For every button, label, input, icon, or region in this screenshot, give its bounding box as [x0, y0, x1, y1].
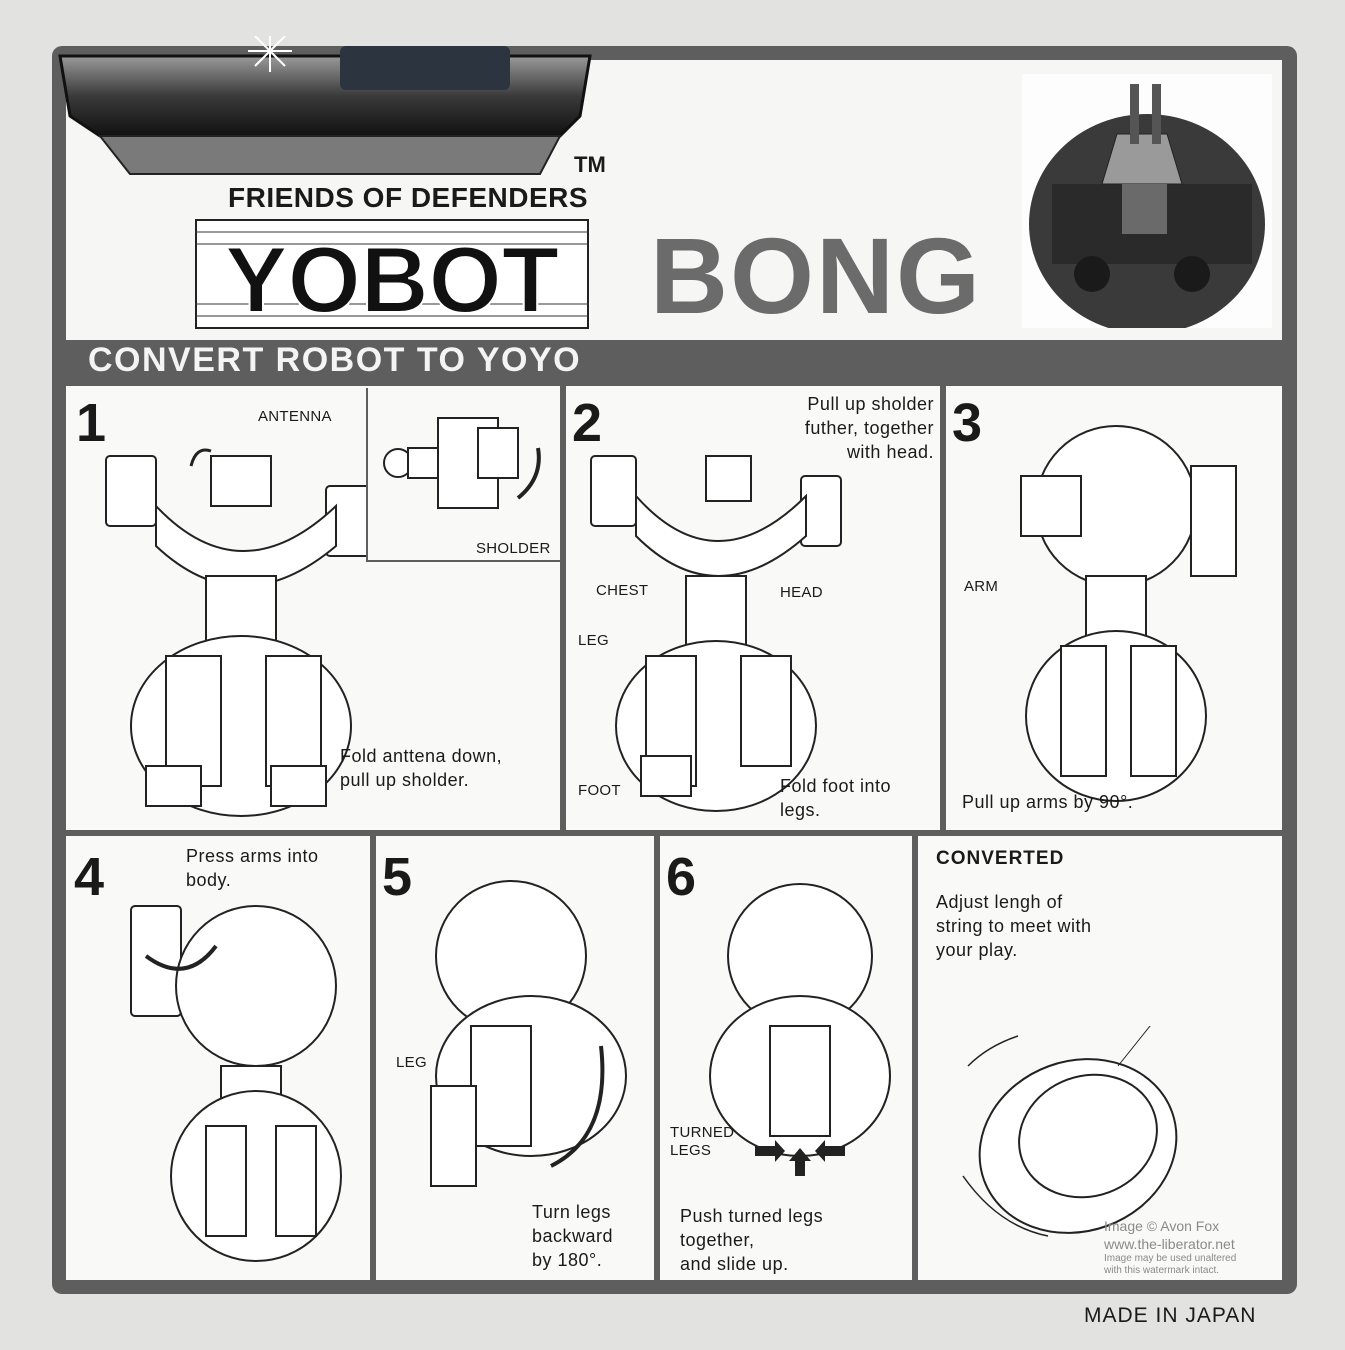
step-caption: Pull up arms by 90°. [962, 792, 1134, 812]
step-caption: Fold foot into legs. [780, 776, 892, 820]
instructions-title: CONVERT ROBOT TO YOYO [88, 341, 582, 379]
friends-tagline: FRIENDS OF DEFENDERS [228, 182, 589, 213]
robot-illustration [1020, 425, 1237, 802]
step-number: 5 [382, 847, 413, 907]
label-antenna: ANTENNA [258, 408, 332, 425]
product-name: BONG [650, 215, 982, 336]
converted-caption: Adjust lengh of string to meet with your… [936, 892, 1092, 960]
watermark-notice: Image may be used unaltered with this wa… [1104, 1253, 1237, 1276]
convertors-logo [58, 36, 592, 175]
label-head: HEAD [780, 584, 823, 601]
watermark-credit: Image © Avon Fox [1104, 1218, 1220, 1234]
robot-illustration [105, 448, 372, 817]
watermark-url: www.the-liberator.net [1104, 1236, 1235, 1252]
label-leg: LEG [396, 1054, 427, 1071]
step-number: 6 [666, 847, 697, 907]
label-foot: FOOT [578, 782, 621, 799]
robot-illustration [709, 883, 891, 1176]
robot-illustration [130, 905, 342, 1262]
label-leg: LEG [578, 632, 609, 649]
step-caption-top: Pull up sholder futher, together with he… [804, 394, 934, 462]
step-3-panel: 3 ARM Pull up arms by 90°. [946, 386, 1282, 830]
label-arm: ARM [964, 578, 999, 595]
step-1-panel: 1 ANTENNA SHOLDER Fold antte [66, 386, 560, 830]
step-5-panel: 5 LEG Turn legs backward by 180°. [376, 836, 654, 1280]
made-in-label: MADE IN JAPAN [1084, 1304, 1257, 1327]
label-chest: CHEST [596, 582, 649, 599]
step-6-panel: 6 TURNED LEGS Push turned legs together,… [660, 836, 912, 1280]
step-caption: Turn legs backward by 180°. [532, 1202, 614, 1270]
step-number: 4 [74, 847, 105, 907]
yobot-text: YOBOT [225, 227, 559, 332]
vehicle-photo [1022, 74, 1272, 328]
yobot-logo: YOBOT [195, 219, 589, 333]
robot-illustration [430, 880, 627, 1187]
step-2-panel: 2 Pull up sholder futher, together with … [566, 386, 940, 830]
step-number: 3 [952, 393, 983, 453]
step-caption: Fold anttena down, pull up sholder. [340, 746, 503, 790]
label-turned-legs: TURNED LEGS [670, 1124, 735, 1159]
step-number: 2 [572, 393, 603, 453]
yoyo-illustration [962, 1026, 1178, 1237]
step-caption: Press arms into body. [186, 846, 319, 890]
shoulder-inset: SHOLDER [366, 388, 560, 562]
step-caption: Push turned legs together, and slide up. [680, 1206, 824, 1274]
converted-title: CONVERTED [936, 848, 1065, 869]
label-sholder: SHOLDER [476, 540, 551, 557]
step-number: 1 [76, 393, 107, 453]
converted-panel: CONVERTED Adjust lengh of string to meet… [918, 836, 1282, 1280]
step-4-panel: 4 Press arms into body. [66, 836, 370, 1280]
trademark: TM [574, 152, 606, 177]
robot-illustration [590, 455, 842, 812]
